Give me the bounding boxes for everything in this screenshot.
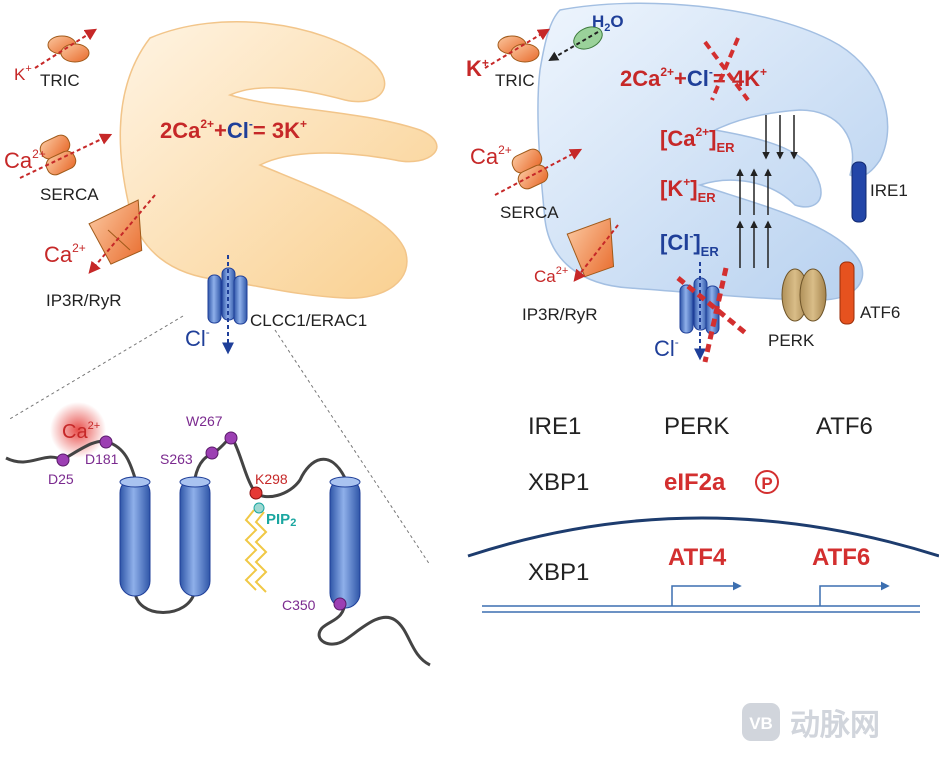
right-equation: 2Ca2++Cl-= 4K+: [620, 65, 767, 91]
left-clcc1-label: CLCC1/ERAC1: [250, 311, 367, 330]
pip2-head: [253, 502, 265, 514]
topology-ca-ion: Ca2+: [62, 420, 100, 443]
right-cl-ion: Cl-: [654, 335, 679, 361]
right-ip3r-channel: [566, 217, 619, 282]
residue-k298: [249, 486, 263, 500]
left-clcc1-channel: [207, 255, 248, 355]
residue-s263: [205, 446, 219, 460]
left-serca-ca: Ca2+: [4, 147, 46, 173]
left-serca-label: SERCA: [40, 185, 99, 204]
left-er-membrane: [119, 21, 438, 299]
right-tric-channel: [484, 28, 551, 69]
right-ip3r-ca: Ca2+: [534, 265, 568, 286]
right-serca-pump: [494, 148, 583, 196]
pathway-xbp1-spliced: XBP1: [528, 469, 589, 496]
cl-increase-arrows: [736, 220, 772, 268]
tm-helix-3: [329, 477, 361, 609]
topology-backbone: [5, 435, 431, 667]
ca-decrease-arrows: [762, 115, 798, 160]
left-er-panel: K+ TRIC Ca2+ SERCA Ca2+ IP3R/RyR CLCC1/E…: [4, 21, 438, 355]
tm-helix-1: [119, 477, 151, 597]
label-s263: S263: [160, 451, 193, 467]
pathway-atf4: ATF4: [668, 544, 727, 571]
label-w267: W267: [186, 413, 223, 429]
left-ip3r-label: IP3R/RyR: [46, 291, 122, 310]
phospho-label: P: [761, 474, 772, 493]
watermark-logo-icon: [742, 703, 780, 741]
cl-er-concentration: [Cl-]ER: [660, 229, 719, 259]
left-ip3r-channel: [88, 194, 156, 274]
h2o-label: H2O: [592, 12, 624, 34]
right-er-membrane: [537, 2, 889, 301]
upr-pathway: IRE1 PERK ATF6 XBP1 eIF2a P XBP1 ATF4 AT…: [467, 413, 939, 613]
left-serca-pump: [19, 133, 113, 179]
ire1-sensor: [851, 161, 867, 223]
left-k-ion: K+: [14, 63, 32, 84]
zoom-line-right: [274, 329, 431, 566]
residue-c350: [333, 597, 347, 611]
right-clcc1-channel-blocked: [676, 262, 750, 363]
label-c350: C350: [282, 597, 316, 613]
left-tric-label: TRIC: [40, 71, 80, 90]
pathway-ire1: IRE1: [528, 413, 581, 440]
right-serca-label: SERCA: [500, 203, 559, 222]
ca-er-concentration: [Ca2+]ER: [660, 125, 735, 155]
label-d25: D25: [48, 471, 74, 487]
perk-sensor-label: PERK: [768, 331, 815, 350]
watermark-text: 动脉网: [790, 709, 880, 742]
pathway-perk: PERK: [664, 413, 729, 440]
atf6-promoter-arrow: [819, 581, 890, 606]
watermark: VB 动脉网: [742, 703, 880, 742]
pathway-xbp1-nuclear: XBP1: [528, 559, 589, 586]
residue-d181: [99, 435, 113, 449]
right-tric-label: TRIC: [495, 71, 535, 90]
zoom-line-left: [7, 315, 184, 421]
right-ip3r-label: IP3R/RyR: [522, 305, 598, 324]
k-increase-arrows: [736, 168, 772, 215]
equation-strike: [703, 37, 750, 102]
watermark-logo-text: VB: [749, 714, 773, 733]
clcc1-topology: Ca2+ D25 D181 S263 W267 K298 PIP2 C350: [5, 402, 431, 667]
h2o-channel: [548, 26, 603, 62]
k-er-concentration: [K+]ER: [660, 175, 716, 205]
label-d181: D181: [85, 451, 119, 467]
atf6-sensor: [839, 261, 855, 325]
right-serca-ca: Ca2+: [470, 143, 512, 169]
pathway-atf6: ATF6: [816, 413, 873, 440]
tm-helix-2: [179, 477, 211, 597]
label-pip2: PIP2: [266, 511, 296, 529]
tm-helix-2-top: [179, 476, 211, 488]
atf4-promoter-arrow: [671, 581, 742, 606]
label-k298: K298: [255, 471, 288, 487]
phospho-badge: [755, 470, 779, 494]
tm-helix-3-top: [329, 476, 361, 488]
residue-d25: [56, 453, 70, 467]
nuclear-envelope: [467, 516, 939, 558]
atf6-sensor-label: ATF6: [860, 303, 900, 322]
ire1-sensor-label: IRE1: [870, 181, 908, 200]
right-er-panel: H2O K+ TRIC Ca2+ SERCA Ca2+ IP3R/RyR Cl-: [466, 2, 908, 363]
perk-sensor-right: [799, 268, 827, 322]
right-k-ion: K+: [466, 56, 489, 81]
tm-helix-1-top: [119, 476, 151, 488]
left-cl-ion: Cl-: [185, 325, 210, 351]
pathway-eif2a: eIF2a: [664, 469, 726, 496]
left-ip3r-ca: Ca2+: [44, 241, 86, 267]
pip2-lipid-tail: [244, 509, 268, 593]
pathway-atf6-nuclear: ATF6: [812, 544, 870, 571]
residue-w267: [224, 431, 238, 445]
left-tric-channel: [34, 28, 98, 69]
left-equation: 2Ca2++Cl-= 3K+: [160, 117, 307, 143]
